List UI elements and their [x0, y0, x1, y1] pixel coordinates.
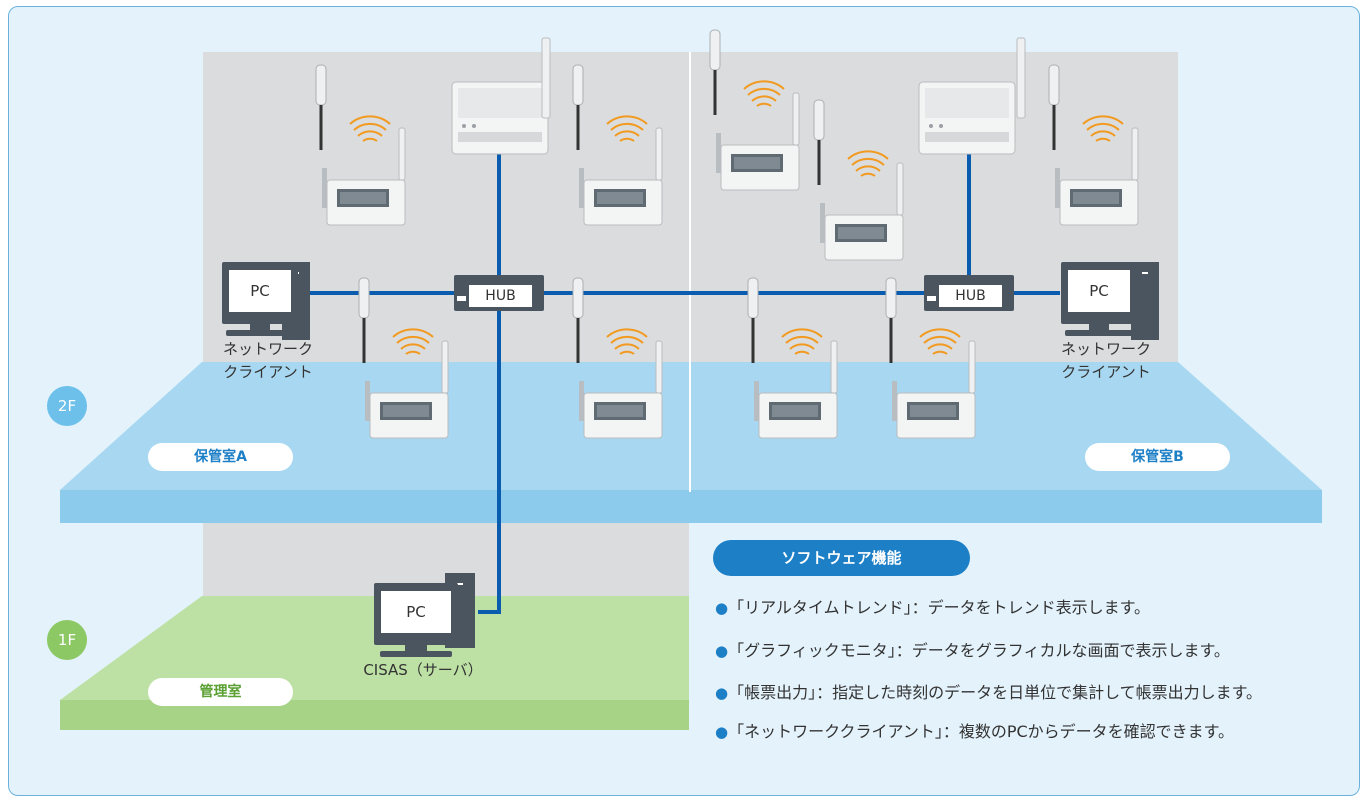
features-title: ソフトウェア機能 — [713, 540, 970, 576]
room-label-a: 保管室A — [148, 443, 293, 471]
bullet-icon: ● — [715, 723, 729, 741]
base-station-b — [918, 81, 1016, 155]
feature-text: 「グラフィックモニタ」：データをグラフィカルな画面で表示します。 — [728, 641, 1230, 660]
floor-badge-1f: 1F — [47, 620, 87, 660]
pc-left — [222, 262, 310, 340]
feature-item: ●「グラフィックモニタ」：データをグラフィカルな画面で表示します。 — [715, 640, 1230, 662]
pc-right — [1061, 262, 1159, 340]
floor-1f-top — [60, 596, 689, 700]
bullet-icon: ● — [715, 642, 729, 660]
floor-1f-edge — [60, 700, 689, 730]
feature-text: 「ネットワーククライアント」：複数のPCからデータを確認できます。 — [728, 722, 1235, 741]
hub-left — [454, 275, 544, 311]
client-right-line1: ネットワーク — [1060, 340, 1151, 358]
pc-right-label: PC — [1089, 282, 1109, 300]
feature-item: ●「リアルタイムトレンド」：データをトレンド表示します。 — [715, 597, 1150, 619]
pc-left-label: PC — [250, 282, 270, 300]
feature-item: ●「帳票出力」：指定した時刻のデータを日単位で集計して帳票出力します。 — [715, 682, 1262, 704]
feature-item: ●「ネットワーククライアント」：複数のPCからデータを確認できます。 — [715, 721, 1234, 743]
hub-left-label: HUB — [485, 288, 516, 304]
hub-right — [924, 275, 1014, 311]
pc-server-label: PC — [406, 603, 426, 621]
client-left-line2: クライアント — [223, 363, 313, 381]
room-label-b: 保管室B — [1085, 443, 1230, 471]
antenna-base-b — [1016, 37, 1026, 119]
client-left-line1: ネットワーク — [222, 340, 313, 358]
feature-text: 「リアルタイムトレンド」：データをトレンド表示します。 — [728, 598, 1151, 617]
floor-2f-edge — [60, 490, 1322, 523]
bullet-icon: ● — [715, 599, 729, 617]
pc-server — [374, 573, 475, 657]
feature-text: 「帳票出力」：指定した時刻のデータを日単位で集計して帳票出力します。 — [728, 683, 1263, 702]
network-cables — [298, 148, 1060, 614]
client-right-line2: クライアント — [1061, 363, 1151, 381]
floor-badge-2f: 2F — [47, 386, 87, 426]
server-label: CISAS（サーバ） — [363, 661, 483, 679]
antenna-base-a — [541, 37, 551, 119]
hub-right-label: HUB — [955, 288, 986, 304]
base-station-a — [451, 81, 549, 155]
room-label-admin: 管理室 — [148, 678, 293, 706]
bullet-icon: ● — [715, 684, 729, 702]
